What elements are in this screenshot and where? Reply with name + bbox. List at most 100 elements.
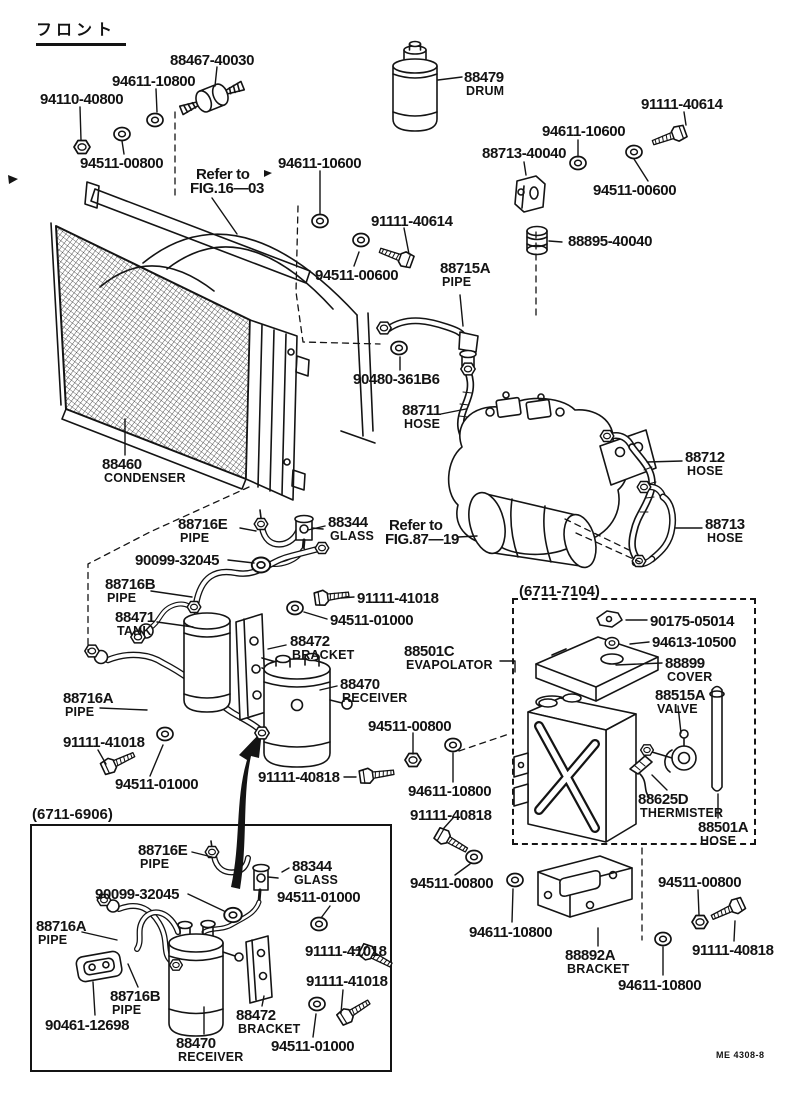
part-name: PIPE (140, 857, 170, 871)
exploded-view-arrow (231, 731, 262, 889)
part-number: 94511-01000 (271, 1038, 355, 1055)
part-number: 88716E (138, 842, 188, 859)
sight-glass-88344-b-drawing (201, 863, 279, 935)
part-number: 94511-00800 (658, 874, 742, 891)
part-label-91111-41018: 91111-41018 (63, 735, 145, 750)
part-name: PIPE (107, 591, 137, 605)
part-number: 91111-40818 (692, 942, 774, 959)
part-label-94110-40800: 94110-40800 (40, 92, 124, 107)
part-label-91111-40818: 91111-40818 (410, 808, 492, 823)
part-number: 91111-41018 (306, 973, 388, 990)
part-name: CONDENSER (104, 471, 186, 485)
part-number: 88472 (290, 633, 330, 650)
pipe-88715a-drawing (384, 317, 479, 368)
part-number: 90099-32045 (95, 886, 180, 903)
pipe-88716b-drawing (192, 545, 322, 608)
pipe-88716a-drawing (93, 649, 263, 733)
part-name: PIPE (180, 531, 210, 545)
part-number: 88716E (178, 516, 228, 533)
part-number: 90099-32045 (135, 552, 220, 569)
part-number: 94511-01000 (330, 612, 414, 629)
part-label-94611-10800: 94611-10800 (408, 784, 492, 799)
part-label-91111-40818: 91111-40818 (692, 943, 774, 958)
part-name: BRACKET (292, 648, 355, 662)
part-number: 94613-10500 (652, 634, 737, 651)
bracket-88892a-drawing (537, 855, 633, 918)
part-number: 91111-40614 (371, 213, 453, 230)
part-label-94511-00600: 94511-00600 (315, 268, 399, 283)
part-label-Refer-to: Refer to (389, 518, 443, 533)
part-number: 91111-41018 (357, 590, 439, 607)
hose-88501a-drawing (709, 685, 725, 792)
part-number: 94611-10800 (618, 977, 702, 994)
edge-arrow-mark (8, 175, 18, 184)
part-name: HOSE (700, 834, 737, 848)
leader-lines (79, 66, 736, 1038)
part-label-FIG-16-03: FIG.16—03 (190, 181, 264, 196)
part-label-94511-01000: 94511-01000 (277, 890, 361, 905)
part-number: 88625D (638, 791, 689, 808)
part-label-88713-40040: 88713-40040 (482, 146, 566, 161)
pipe-88716b-b-drawing (134, 909, 181, 952)
part-label-91111-41018: 91111-41018 (306, 974, 388, 989)
part-label-94611-10800: 94611-10800 (618, 977, 702, 994)
part-number: 88895-40040 (568, 233, 653, 250)
part-label-Refer-to: Refer to (196, 166, 250, 183)
receiver-88470-b-drawing (168, 919, 244, 1037)
part-label-94511-01000: 94511-01000 (271, 1038, 355, 1055)
part-number: Refer to (196, 166, 250, 183)
part-label-91111-40818: 91111-40818 (258, 770, 340, 785)
part-label-94611-10600: 94611-10600 (278, 155, 362, 172)
part-number: 94511-00800 (410, 875, 494, 892)
part-number: 88716A (63, 690, 114, 707)
part-number: 88467-40030 (170, 52, 255, 69)
part-number: 88471 (115, 609, 155, 626)
clip-90175-drawing (596, 610, 623, 628)
part-number: 94611-10600 (542, 123, 626, 140)
part-number: 94611-10600 (278, 155, 362, 172)
part-label-94611-10600: 94611-10600 (542, 123, 626, 140)
variant-box-6711-7104-label: (6711-7104) (519, 583, 600, 600)
part-name: BRACKET (238, 1022, 301, 1036)
part-number: 94511-00800 (80, 155, 164, 172)
part-number: 88460 (102, 456, 142, 473)
condenser-drawing (50, 222, 310, 501)
thermister-88625d-drawing (629, 755, 653, 798)
part-label-90099-32045: 90099-32045 (135, 553, 219, 568)
receiver-88470-drawing (263, 652, 353, 768)
part-number: 88479 (464, 69, 504, 86)
part-label-88467-40030: 88467-40030 (170, 53, 254, 68)
compressor-drawing (447, 391, 657, 569)
part-label-94511-00800: 94511-00800 (80, 155, 164, 172)
part-number: 91111-40818 (410, 807, 492, 824)
drum-drawing (392, 40, 438, 132)
part-name: HOSE (707, 531, 744, 545)
insulator-88895-40040-drawing (526, 225, 548, 256)
part-label-FIG-87-19: FIG.87—19 (385, 532, 459, 547)
part-label-94611-10800: 94611-10800 (469, 925, 553, 940)
part-number: 94511-01000 (115, 776, 199, 793)
valve-88515a-drawing (651, 729, 697, 773)
bracket-88713-40040-drawing (514, 175, 546, 213)
part-label-91111-40614: 91111-40614 (641, 97, 723, 112)
part-name: RECEIVER (342, 691, 408, 705)
part-number: 88892A (565, 947, 616, 964)
plate-90461-drawing (75, 950, 123, 983)
cover-88899-drawing (535, 636, 659, 702)
part-number: 88470 (176, 1035, 216, 1052)
part-number: 88501A (698, 819, 749, 836)
